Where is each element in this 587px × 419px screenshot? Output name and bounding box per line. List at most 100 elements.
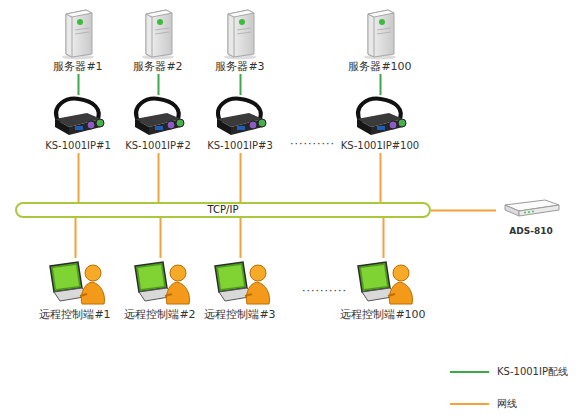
server-icon-part <box>66 10 92 57</box>
remote-terminal-icon <box>348 258 418 308</box>
remote-terminal-icon-part <box>393 265 409 281</box>
ellipsis-dots: ·········· <box>290 137 335 151</box>
access-device-icon-part <box>528 211 530 213</box>
access-device-icon-part <box>519 205 559 216</box>
network-cable <box>240 218 242 258</box>
network-cable <box>240 153 242 202</box>
remote-terminal-icon-part <box>215 262 247 292</box>
server-node: 服务器#3 <box>200 8 280 74</box>
network-cable <box>383 218 385 258</box>
device-label: 远程控制端#1 <box>30 308 120 322</box>
legend-green-sample <box>450 371 489 373</box>
server-icon <box>358 8 402 60</box>
access-device-icon <box>499 197 563 221</box>
server-icon-part <box>237 28 251 30</box>
network-cable <box>160 218 162 258</box>
network-cable <box>431 210 496 212</box>
kvm-cable <box>158 74 160 95</box>
legend-orange-sample <box>450 403 489 405</box>
remote-terminal-icon-part <box>85 265 101 281</box>
remote-terminal-icon-part <box>388 294 395 296</box>
remote-terminal-icon <box>125 258 195 308</box>
server-icon-part <box>146 14 152 57</box>
kvm-module-node: KS-1001IP#3 <box>200 95 280 153</box>
server-icon-part <box>368 14 374 57</box>
kvm-module-icon <box>209 95 271 139</box>
remote-terminal-icon <box>205 258 275 308</box>
network-label: TCP/IP <box>17 204 429 215</box>
device-label: 服务器#100 <box>340 60 420 74</box>
kvm-module-icon-part <box>398 119 406 127</box>
remote-terminal-icon-part <box>218 265 244 289</box>
device-label: 服务器#3 <box>200 60 280 74</box>
server-icon-part <box>368 10 394 57</box>
remote-terminal-icon-part <box>135 262 167 292</box>
kvm-module-icon-part <box>357 119 371 135</box>
server-icon-part <box>157 19 163 25</box>
remote-terminal-icon-part <box>80 294 87 296</box>
access-device-icon-part <box>532 211 534 213</box>
ellipsis-dots: ·········· <box>302 284 347 298</box>
device-label: 服务器#1 <box>38 60 118 74</box>
kvm-module-node: KS-1001IP#2 <box>118 95 198 153</box>
remote-terminal-node: 远程控制端#3 <box>195 258 285 322</box>
remote-terminal-icon-part <box>361 265 387 289</box>
remote-terminal-icon-part <box>389 282 412 304</box>
server-icon <box>56 8 100 60</box>
device-label: 远程控制端#3 <box>195 308 285 322</box>
remote-terminal-icon <box>40 258 110 308</box>
server-node: 服务器#2 <box>118 8 198 74</box>
access-device-icon-part <box>524 212 526 214</box>
server-icon-part <box>66 14 72 57</box>
network-cable <box>380 153 382 202</box>
server-node: 服务器#100 <box>340 8 420 74</box>
network-band: TCP/IP <box>15 202 431 218</box>
remote-terminal-icon-part <box>245 294 252 296</box>
kvm-module-icon <box>127 95 189 139</box>
kvm-cable <box>240 74 242 95</box>
server-icon-part <box>155 28 169 30</box>
remote-terminal-icon-part <box>165 294 172 296</box>
kvm-module-icon-part <box>237 126 245 130</box>
remote-terminal-icon-part <box>246 282 269 304</box>
device-label: 服务器#2 <box>118 60 198 74</box>
server-icon-part <box>377 28 391 30</box>
remote-terminal-node: 远程控制端#100 <box>333 258 433 322</box>
kvm-module-icon-part <box>75 126 83 130</box>
kvm-module-icon-part <box>176 119 184 127</box>
device-label: ADS-810 <box>496 224 566 238</box>
server-icon-part <box>228 10 254 17</box>
remote-terminal-node: 远程控制端#1 <box>30 258 120 322</box>
legend-text: 网线 <box>497 397 517 411</box>
device-label: KS-1001IP#100 <box>335 139 425 153</box>
kvm-cable <box>78 74 80 95</box>
remote-terminal-icon-part <box>138 265 164 289</box>
kvm-module-icon-part <box>377 126 385 130</box>
remote-terminal-icon-part <box>50 262 82 292</box>
device-label: KS-1001IP#1 <box>38 139 118 153</box>
server-icon-part <box>77 19 83 25</box>
network-cable <box>78 153 80 202</box>
legend-text: KS-1001IP配线 <box>497 365 568 379</box>
device-label: KS-1001IP#2 <box>118 139 198 153</box>
kvm-module-icon-part <box>249 121 257 129</box>
network-cable <box>75 218 77 258</box>
kvm-module-icon-part <box>389 121 397 129</box>
server-icon-part <box>75 32 89 34</box>
server-icon-part <box>228 10 254 57</box>
server-icon <box>218 8 262 60</box>
remote-terminal-icon-part <box>166 282 189 304</box>
network-cable <box>158 153 160 202</box>
kvm-module-icon-part <box>217 119 231 135</box>
kvm-module-icon-part <box>135 119 149 135</box>
access-device-icon-part <box>505 205 519 216</box>
server-icon <box>136 8 180 60</box>
kvm-module-icon-part <box>55 119 69 135</box>
kvm-module-icon-part <box>155 126 163 130</box>
server-icon-part <box>377 32 391 34</box>
kvm-cable <box>380 74 382 95</box>
remote-terminal-icon-part <box>81 282 104 304</box>
remote-terminal-icon-part <box>358 262 390 292</box>
remote-terminal-icon-part <box>53 265 79 289</box>
